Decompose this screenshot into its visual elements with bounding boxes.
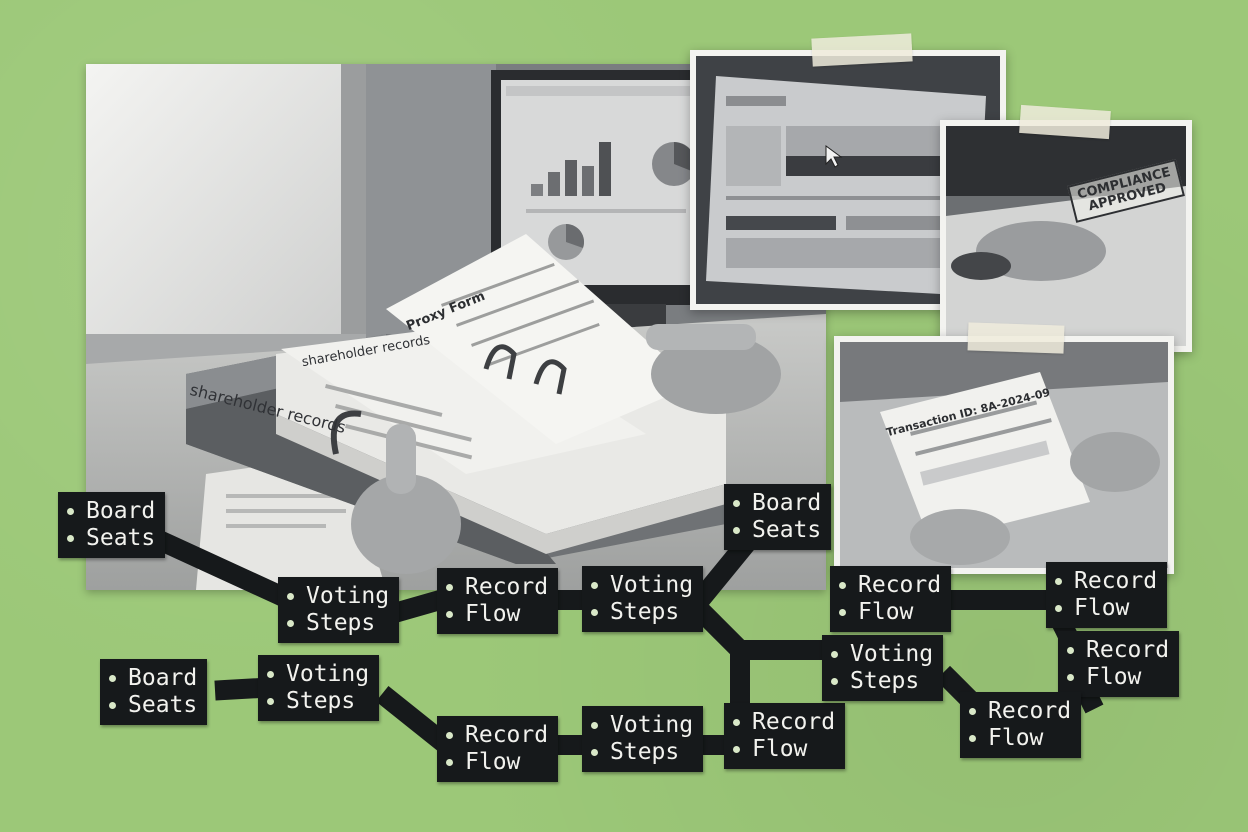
transaction-photo: Transaction ID: 8A-2024-09 [834, 336, 1174, 574]
tag-line: Steps [266, 688, 369, 715]
tag-line: Record [968, 698, 1072, 724]
connector [392, 587, 453, 623]
tag-line: Record [445, 722, 549, 748]
tag-line: Flow [1054, 595, 1157, 622]
tag-line: Seats [66, 525, 156, 551]
tag-line: Record [732, 709, 836, 735]
tag-voting-steps: Voting Steps [822, 635, 944, 701]
tag-line: Record [838, 572, 942, 598]
tag-line: Flow [968, 725, 1071, 752]
tag-record-flow: Record Flow [1046, 562, 1168, 628]
connector [156, 531, 304, 614]
tag-line: Voting [266, 661, 370, 687]
tag-line: Board [66, 498, 156, 524]
connector [214, 677, 271, 701]
tag-line: Voting [590, 572, 694, 598]
tag-board-seats: Board Seats [100, 659, 208, 725]
compliance-photo: COMPLIANCE APPROVED [940, 120, 1192, 352]
tag-record-flow: Record Flow [437, 568, 559, 634]
tag-record-flow: Record Flow [724, 703, 846, 769]
tag-line: Record [445, 574, 549, 600]
tag-line: Steps [286, 610, 389, 637]
tag-record-flow: Record Flow [960, 692, 1082, 758]
screen-ui-photo [690, 50, 1006, 310]
connector [685, 530, 760, 615]
tag-line: Flow [732, 736, 835, 763]
tag-voting-steps: Voting Steps [278, 577, 400, 643]
tag-line: Record [1054, 568, 1158, 594]
tag-voting-steps: Voting Steps [258, 655, 380, 721]
tag-line: Seats [732, 517, 822, 543]
tag-record-flow: Record Flow [1058, 631, 1180, 697]
tag-record-flow: Record Flow [437, 716, 559, 782]
connector [375, 685, 455, 755]
tag-record-flow: Record Flow [830, 566, 952, 632]
tag-line: Voting [590, 712, 694, 738]
tag-voting-steps: Voting Steps [582, 706, 704, 772]
tag-line: Steps [590, 739, 693, 766]
tag-line: Flow [445, 601, 548, 628]
tag-board-seats: Board Seats [58, 492, 166, 558]
tag-line: Board [108, 665, 198, 691]
tag-line: Steps [830, 668, 933, 695]
tag-voting-steps: Voting Steps [582, 566, 704, 632]
tag-line: Flow [445, 749, 548, 776]
tag-line: Flow [838, 599, 941, 626]
tag-line: Voting [830, 641, 934, 667]
tag-line: Voting [286, 583, 390, 609]
tag-line: Seats [108, 692, 198, 718]
tag-line: Steps [590, 599, 693, 626]
tag-line: Board [732, 490, 822, 516]
tag-board-seats: Board Seats [724, 484, 832, 550]
tag-line: Flow [1066, 664, 1169, 691]
tag-line: Record [1066, 637, 1170, 663]
